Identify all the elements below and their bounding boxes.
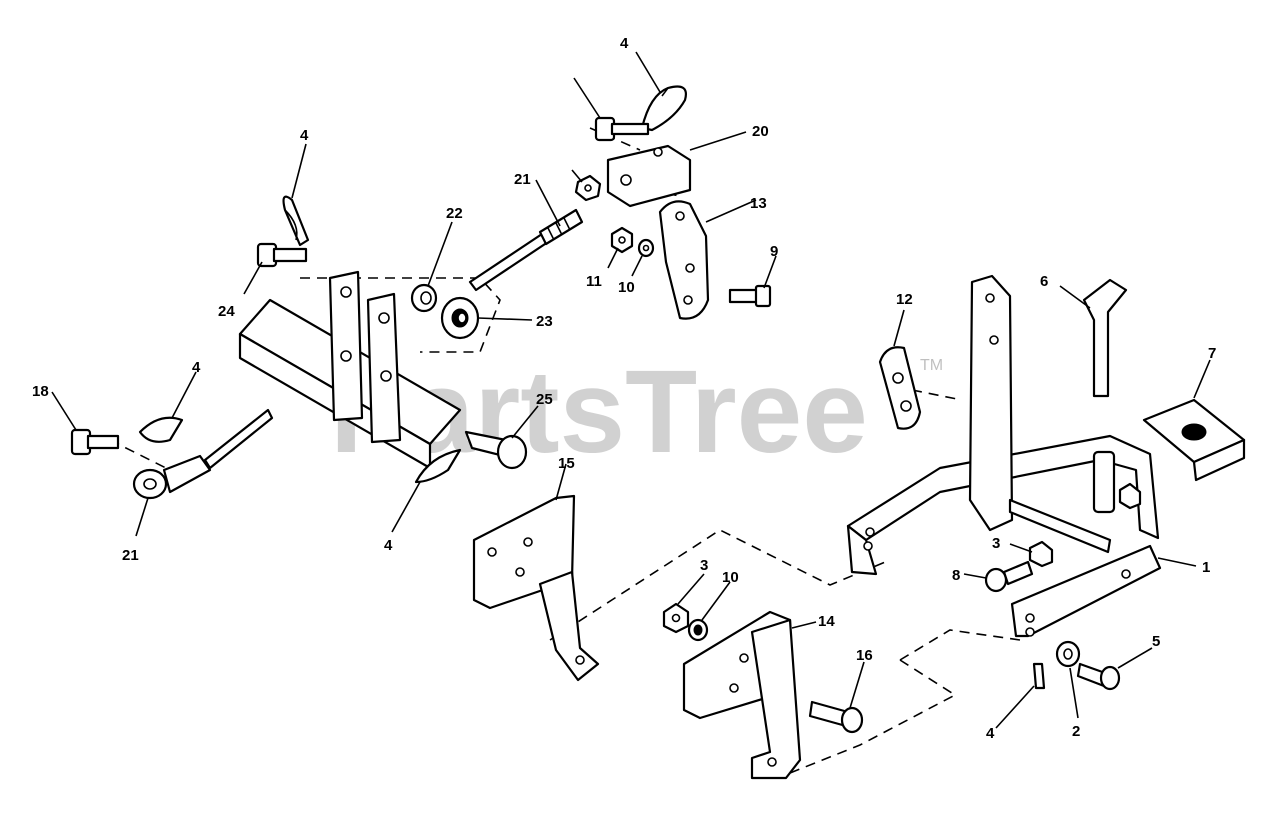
part-7-bracket (1142, 398, 1246, 482)
callout-15: 15 (558, 455, 575, 472)
callout-12: 12 (896, 291, 913, 308)
callout-2: 2 (1072, 723, 1080, 740)
callout-11: 11 (586, 273, 602, 290)
callout-3-right: 3 (992, 535, 1000, 552)
callout-4-top: 4 (620, 35, 629, 52)
part-11-nut (610, 226, 634, 254)
callout-8: 8 (952, 567, 960, 584)
part-25-pin (464, 430, 528, 470)
leader-lines (51, 51, 1211, 729)
assembly-line-main (549, 529, 891, 641)
callout-4-left: 4 (300, 127, 309, 144)
callout-25: 25 (536, 391, 553, 408)
callout-10-top: 10 (618, 279, 635, 296)
part-10-washer-top (637, 238, 655, 258)
part-21-rod-end (132, 408, 274, 500)
part-clevis-pin-top (594, 116, 650, 142)
part-16-bolt (808, 700, 864, 734)
callout-18: 18 (32, 383, 49, 400)
part-23-spacer (440, 296, 480, 340)
part-9-bolt (728, 284, 772, 308)
part-4-clip-right (1032, 662, 1046, 690)
callout-22: 22 (446, 205, 463, 222)
callout-5: 5 (1152, 633, 1160, 650)
part-14-bracket (682, 610, 802, 780)
part-8-bolt (984, 560, 1034, 593)
callout-4-bottom: 4 (384, 537, 393, 554)
part-15-bracket (472, 494, 600, 682)
assembly-line-left-pin (109, 439, 171, 471)
callout-6: 6 (1040, 273, 1048, 290)
callout-23: 23 (536, 313, 553, 330)
watermark-trademark: TM (920, 357, 943, 374)
part-20-block (606, 144, 692, 208)
part-3-nut-bottom (662, 602, 690, 634)
callout-4-mid: 4 (192, 359, 201, 376)
callout-21-bottom: 21 (122, 547, 139, 564)
callout-9: 9 (770, 243, 778, 260)
callout-20: 20 (752, 123, 769, 140)
part-24-pin (256, 242, 308, 268)
part-18-pin (70, 428, 120, 456)
part-4-hairpin-bottom (414, 448, 462, 484)
callout-4-right: 4 (986, 725, 995, 742)
callout-3-bottom: 3 (700, 557, 708, 574)
part-4-hairpin-left (282, 195, 310, 247)
part-3-nut-right (1028, 540, 1054, 568)
part-5-bolt (1076, 662, 1121, 691)
part-12-plate (878, 346, 922, 430)
part-6-rod (1082, 278, 1128, 398)
assembly-line-lower (899, 629, 1021, 661)
part-2-washer (1055, 640, 1081, 668)
part-4-hairpin-top (640, 85, 687, 132)
part-21-threaded-rod (468, 208, 584, 292)
part-1-main-frame (846, 274, 1162, 638)
callout-10-bottom: 10 (722, 569, 739, 586)
part-13-bracket (658, 200, 710, 320)
callout-13: 13 (750, 195, 767, 212)
callout-14: 14 (818, 613, 835, 630)
callout-16: 16 (856, 647, 873, 664)
assembly-line-top (300, 277, 501, 353)
part-4-hairpin-mid (138, 416, 184, 443)
part-22-bushing (410, 283, 438, 313)
part-left-frame (238, 270, 462, 470)
part-10-washer-bottom (687, 618, 709, 642)
callout-24: 24 (218, 303, 235, 320)
assembly-line-lower2 (789, 659, 957, 774)
callout-1: 1 (1202, 559, 1210, 576)
callout-7: 7 (1208, 345, 1216, 362)
callout-21-top: 21 (514, 171, 531, 188)
assembly-line-plate12 (911, 389, 963, 401)
